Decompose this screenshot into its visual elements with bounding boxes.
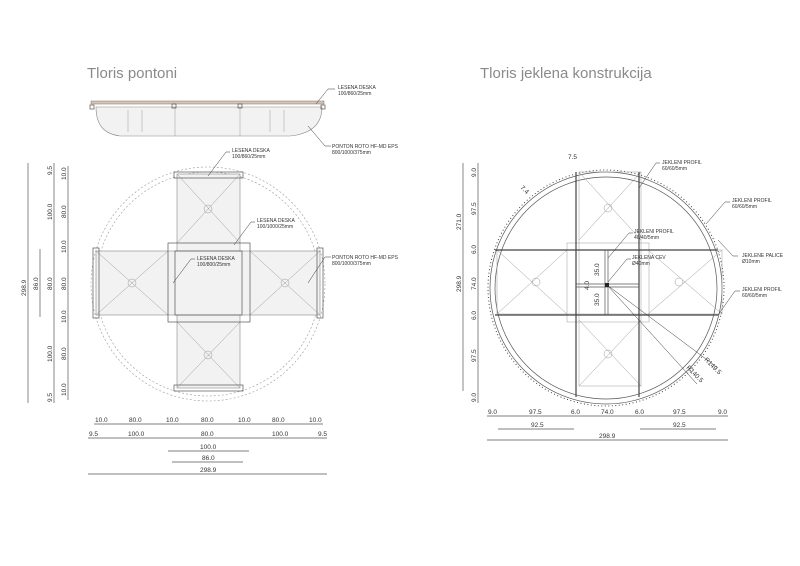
dimension-label: 60/60/5mm <box>662 166 687 172</box>
dimension-label: 298.9 <box>456 275 463 292</box>
dimension-label: 80.0 <box>129 417 142 424</box>
dimension-label: 80.0 <box>61 277 68 290</box>
right-title: Tloris jeklena konstrukcija <box>480 65 652 82</box>
dimension-label: 74.0 <box>471 277 478 290</box>
dimension-label: 92.5 <box>531 422 544 429</box>
dimension-label: JEKLENI PROFIL <box>732 198 772 204</box>
dimension-label: 6.0 <box>471 245 478 254</box>
dimension-label: 10.0 <box>309 417 322 424</box>
dimension-label: 298.9 <box>200 467 217 474</box>
dimension-label: 100.0 <box>200 444 217 451</box>
dimension-label: 100/860/25mm <box>338 91 371 97</box>
dimension-label: 35.0 <box>594 263 601 276</box>
pontoon-elevation <box>89 100 326 137</box>
steel-plan <box>487 169 725 407</box>
left-bottom-dimensions: 10.0 80.0 10.0 80.0 10.0 80.0 10.0 9.5 1… <box>88 417 327 475</box>
dimension-label: 97.5 <box>529 409 542 416</box>
right-detail-dims: 7.5 7.4 35.0 4.0 35.0 R149.5 R140.5 <box>519 154 723 385</box>
dimension-label: 80.0 <box>61 205 68 218</box>
dimension-label: JEKLENA CEV <box>632 255 666 261</box>
dimension-label: 800/1000/375mm <box>332 261 371 267</box>
dimension-label: 100.0 <box>272 431 289 438</box>
dimension-label: 80.0 <box>201 431 214 438</box>
dimension-label: Ø40mm <box>632 261 650 267</box>
dimension-label: 6.0 <box>571 409 580 416</box>
dimension-label: 9.5 <box>47 393 54 402</box>
dimension-label: 10.0 <box>166 417 179 424</box>
dimension-label: 298.9 <box>599 433 616 440</box>
dimension-label: LESENA DESKA <box>338 85 376 91</box>
dimension-label: 40/40/5mm <box>634 235 659 241</box>
dimension-label: 60/60/5mm <box>742 293 767 299</box>
right-side-dimensions: 298.9 271.0 9.0 97.5 6.0 74.0 6.0 97.5 9… <box>456 163 479 403</box>
dimension-label: 6.0 <box>471 311 478 320</box>
dimension-label: 86.0 <box>202 455 215 462</box>
right-bottom-dimensions: 9.0 97.5 6.0 74.0 6.0 97.5 9.0 92.5 92.5… <box>487 409 728 441</box>
dimension-label: 9.0 <box>471 393 478 402</box>
dimension-label: 74.0 <box>601 409 614 416</box>
dimension-label: R149.5 <box>703 356 723 376</box>
dimension-label: JEKLENI PROFIL <box>634 229 674 235</box>
dimension-label: LESENA DESKA <box>257 218 295 224</box>
dimension-label: Ø10mm <box>742 259 760 265</box>
dimension-label: 100.0 <box>47 345 54 362</box>
dimension-label: PONTON ROTO HF-MD EPS <box>332 255 399 261</box>
dimension-label: 60/60/5mm <box>732 204 757 210</box>
dimension-label: 80.0 <box>47 277 54 290</box>
dimension-label: JEKLENI PROFIL <box>662 160 702 166</box>
dimension-label: 100.0 <box>128 431 145 438</box>
dimension-label: 7.4 <box>519 184 531 196</box>
dimension-label: LESENA DESKA <box>232 148 270 154</box>
dimension-label: 9.0 <box>471 168 478 177</box>
dimension-label: 92.5 <box>673 422 686 429</box>
dimension-label: 100/800/25mm <box>197 262 230 268</box>
dimension-label: JEKLENI PROFIL <box>742 287 782 293</box>
dimension-label: 100.0 <box>47 203 54 220</box>
dimension-label: 7.5 <box>568 154 577 161</box>
dimension-label: 9.5 <box>47 166 54 175</box>
dimension-label: 800/1000/375mm <box>332 150 371 156</box>
dimension-label: 9.5 <box>318 431 327 438</box>
dimension-label: 97.5 <box>673 409 686 416</box>
dimension-label: 9.5 <box>89 431 98 438</box>
dimension-label: 10.0 <box>61 240 68 253</box>
pontoon-plan <box>90 166 326 402</box>
dimension-label: 10.0 <box>61 167 68 180</box>
dimension-label: 97.5 <box>471 202 478 215</box>
dimension-label: 10.0 <box>61 310 68 323</box>
dimension-label: 4.0 <box>584 281 591 290</box>
dimension-label: 9.0 <box>488 409 497 416</box>
dimension-label: 6.0 <box>635 409 644 416</box>
dimension-label: 80.0 <box>61 347 68 360</box>
dimension-label: LESENA DESKA <box>197 256 235 262</box>
dimension-label: JEKLENE PALICE <box>742 253 784 259</box>
dimension-label: 9.0 <box>718 409 727 416</box>
dimension-label: 97.5 <box>471 349 478 362</box>
dimension-label: 86.0 <box>33 277 40 290</box>
dimension-label: 271.0 <box>456 213 463 230</box>
dimension-label: 100/860/25mm <box>232 154 265 160</box>
dimension-label: 100/1000/25mm <box>257 224 293 230</box>
dimension-label: 80.0 <box>201 417 214 424</box>
dimension-label: 35.0 <box>594 293 601 306</box>
left-title: Tloris pontoni <box>87 65 177 82</box>
dimension-label: 10.0 <box>238 417 251 424</box>
dimension-label: 10.0 <box>95 417 108 424</box>
dimension-label: 80.0 <box>272 417 285 424</box>
dimension-label: 298.9 <box>21 279 28 296</box>
dimension-label: 10.0 <box>61 383 68 396</box>
dimension-label: PONTON ROTO HF-MD EPS <box>332 144 399 150</box>
left-side-dimensions: 298.9 86.0 9.5 100.0 80.0 100.0 9.5 10.0… <box>21 163 69 403</box>
